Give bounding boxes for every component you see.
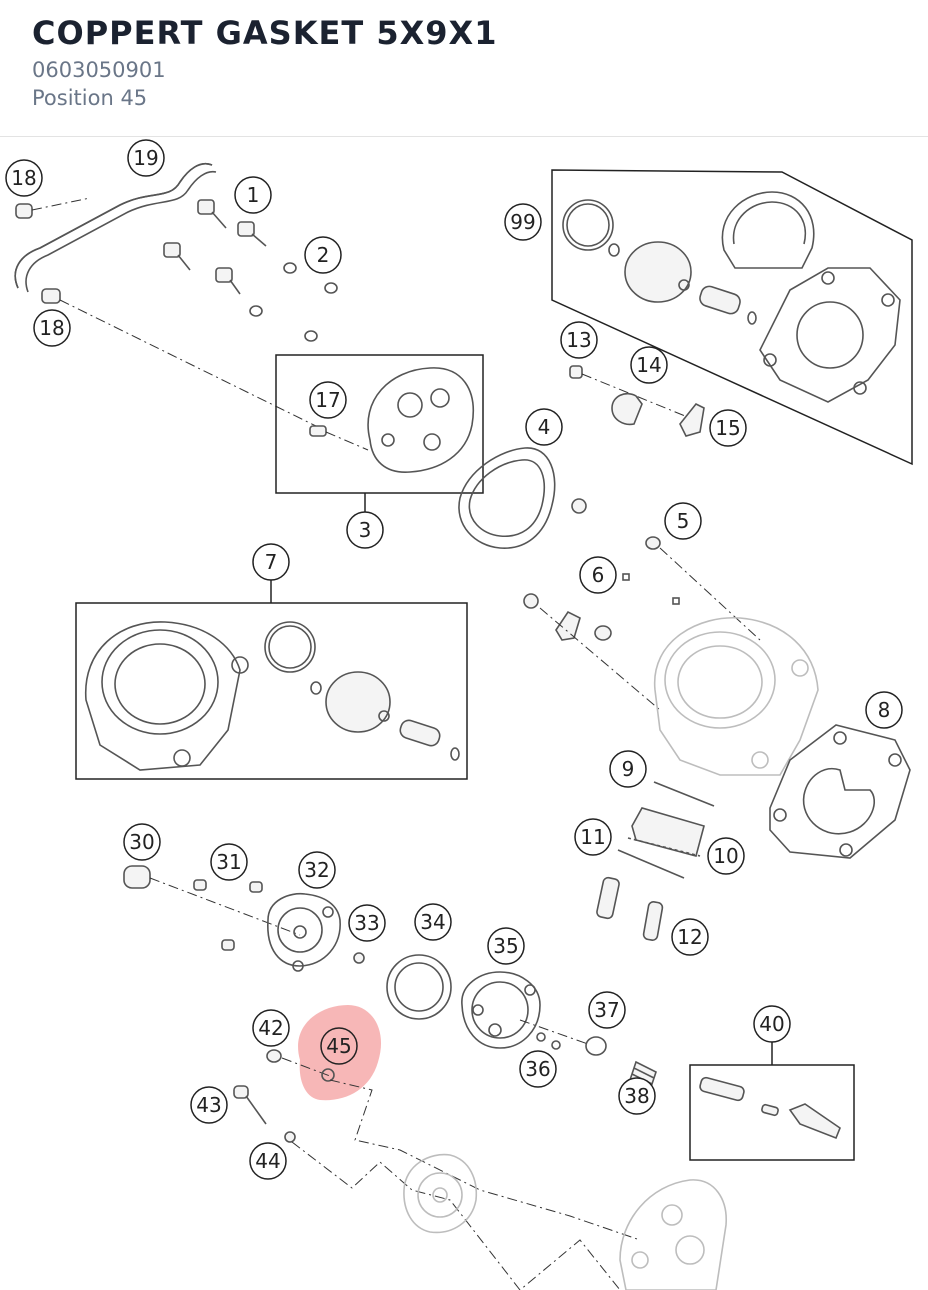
callout-6[interactable]: 6 [579, 556, 617, 594]
part-number: 0603050901 [32, 58, 166, 82]
actuator-kit [699, 1076, 841, 1140]
svg-text:32: 32 [304, 858, 329, 882]
callout-40[interactable]: 40 [753, 1005, 791, 1043]
svg-text:43: 43 [196, 1093, 221, 1117]
svg-text:12: 12 [677, 925, 702, 949]
base-gasket [769, 724, 911, 859]
svg-text:38: 38 [624, 1084, 649, 1108]
control-housing [461, 971, 657, 1092]
svg-text:14: 14 [636, 353, 661, 377]
svg-text:1: 1 [247, 183, 260, 207]
exhaust-valve-linkage [569, 365, 705, 437]
callout-44[interactable]: 44 [249, 1142, 287, 1180]
callout-35[interactable]: 35 [487, 927, 525, 965]
callout-18-bottom[interactable]: 18 [33, 309, 71, 347]
callout-14[interactable]: 14 [630, 346, 668, 384]
svg-text:37: 37 [594, 998, 619, 1022]
svg-text:6: 6 [592, 563, 605, 587]
callout-9[interactable]: 9 [609, 750, 647, 788]
svg-text:99: 99 [510, 210, 535, 234]
callout-38[interactable]: 38 [618, 1077, 656, 1115]
lower-hardware [233, 1049, 641, 1290]
callout-5[interactable]: 5 [664, 502, 702, 540]
svg-text:35: 35 [493, 934, 518, 958]
svg-text:13: 13 [566, 328, 591, 352]
callout-32[interactable]: 32 [298, 851, 336, 889]
svg-text:3: 3 [359, 518, 372, 542]
callout-15[interactable]: 15 [709, 409, 747, 447]
svg-text:10: 10 [713, 844, 738, 868]
svg-text:19: 19 [133, 146, 158, 170]
callout-36[interactable]: 36 [519, 1050, 557, 1088]
callout-33[interactable]: 33 [348, 904, 386, 942]
callout-31[interactable]: 31 [210, 843, 248, 881]
svg-text:4: 4 [538, 415, 551, 439]
callout-4[interactable]: 4 [525, 408, 563, 446]
callout-34[interactable]: 34 [414, 903, 452, 941]
needle-bearing-parts [596, 781, 715, 941]
svg-text:18: 18 [39, 316, 64, 340]
cylinder-head-kit-box [275, 354, 484, 494]
svg-text:8: 8 [878, 698, 891, 722]
cylinder-head [309, 367, 474, 473]
svg-text:33: 33 [354, 911, 379, 935]
hose-assembly [14, 163, 217, 304]
svg-text:30: 30 [129, 830, 154, 854]
page-title: COPPERT GASKET 5X9X1 [32, 14, 498, 52]
diaphragm [386, 954, 452, 1020]
svg-text:9: 9 [622, 757, 635, 781]
svg-text:45: 45 [326, 1034, 351, 1058]
callout-13[interactable]: 13 [560, 321, 598, 359]
callout-10[interactable]: 10 [707, 837, 745, 875]
callout-37[interactable]: 37 [588, 991, 626, 1029]
svg-text:40: 40 [759, 1012, 784, 1036]
svg-text:5: 5 [677, 509, 690, 533]
piston-kit-box [551, 169, 913, 466]
callout-42[interactable]: 42 [252, 1009, 290, 1047]
callout-17[interactable]: 17 [309, 381, 347, 419]
callout-2[interactable]: 2 [304, 236, 342, 274]
small-fittings [523, 498, 761, 711]
position-label: Position 45 [32, 86, 148, 110]
exploded-parts-diagram: 18 19 1 2 18 99 17 3 13 14 15 4 5 6 7 8 … [5, 139, 913, 1290]
cylinder-kit [85, 621, 460, 771]
svg-text:2: 2 [317, 243, 330, 267]
head-gasket [458, 447, 556, 549]
callout-43[interactable]: 43 [190, 1086, 228, 1124]
svg-text:42: 42 [258, 1016, 283, 1040]
cylinder [653, 617, 819, 776]
exhaust-control-cover [123, 865, 365, 972]
callout-11[interactable]: 11 [574, 818, 612, 856]
svg-text:17: 17 [315, 388, 340, 412]
callout-45-highlighted[interactable]: 45 [320, 1027, 358, 1065]
callout-1[interactable]: 1 [234, 176, 272, 214]
callout-18-top[interactable]: 18 [5, 159, 43, 197]
callout-30[interactable]: 30 [123, 823, 161, 861]
highlight-blob [298, 1005, 382, 1101]
callout-12[interactable]: 12 [671, 918, 709, 956]
svg-text:11: 11 [580, 825, 605, 849]
screws-group-1 [163, 199, 338, 342]
callout-7[interactable]: 7 [252, 543, 290, 581]
piston-kit [562, 191, 901, 403]
svg-text:44: 44 [255, 1149, 280, 1173]
svg-text:15: 15 [715, 416, 740, 440]
callout-3[interactable]: 3 [346, 511, 384, 549]
callout-99[interactable]: 99 [504, 203, 542, 241]
highlight-area [298, 1005, 382, 1101]
callout-19[interactable]: 19 [127, 139, 165, 177]
svg-text:34: 34 [420, 910, 445, 934]
svg-text:18: 18 [11, 166, 36, 190]
faint-lower-assembly [403, 1153, 727, 1290]
svg-text:7: 7 [265, 550, 278, 574]
svg-text:31: 31 [216, 850, 241, 874]
page-header: COPPERT GASKET 5X9X1 0603050901 Position… [0, 0, 928, 137]
copper-gasket-45[interactable] [321, 1068, 335, 1082]
callout-8[interactable]: 8 [865, 691, 903, 729]
svg-text:36: 36 [525, 1057, 550, 1081]
